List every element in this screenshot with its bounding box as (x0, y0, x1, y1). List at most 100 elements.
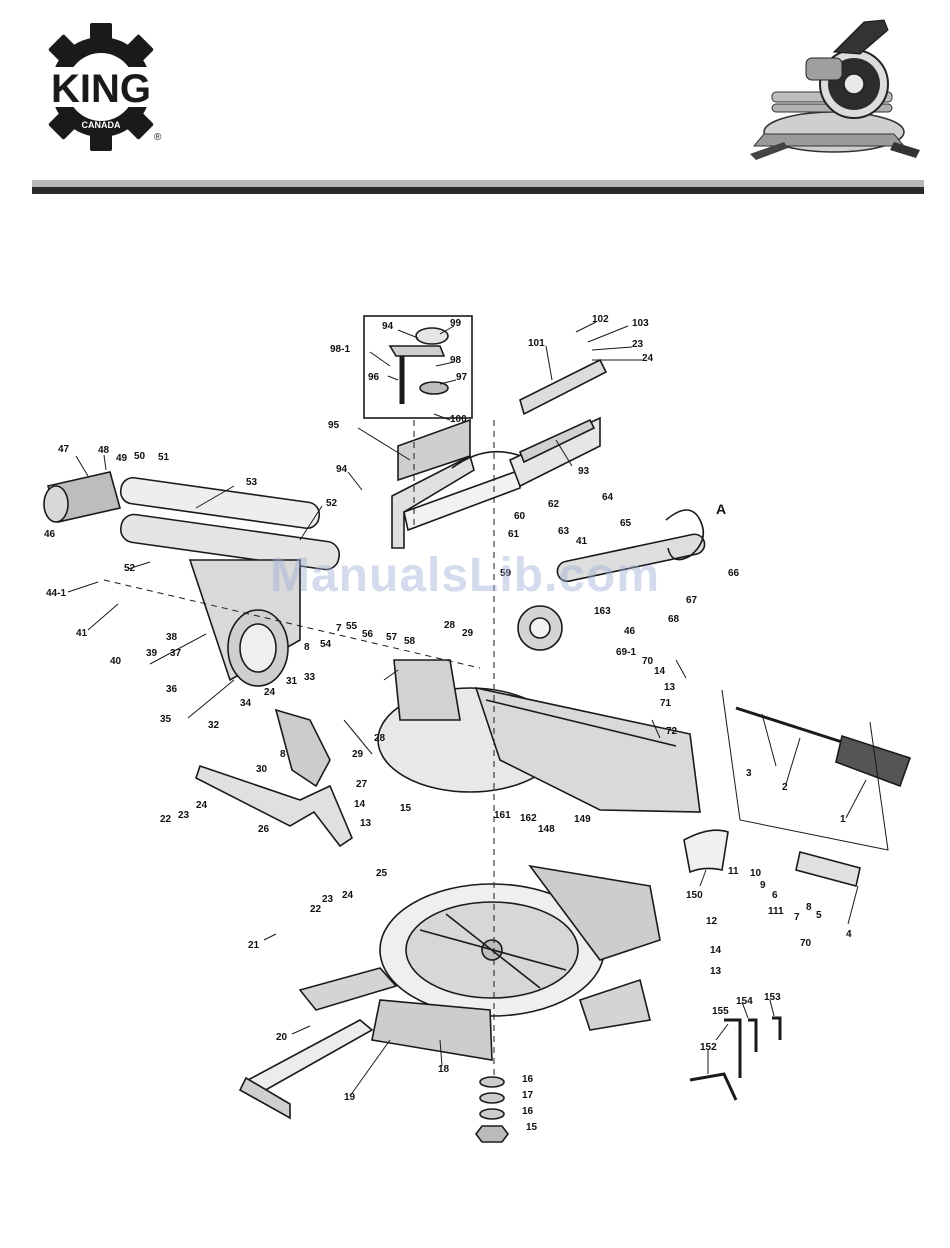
part-label-l7a: 7 (336, 623, 342, 634)
part-label-l95: 95 (328, 420, 340, 431)
callout-a: A (716, 501, 726, 517)
part-label-l23b: 23 (178, 810, 190, 821)
diagram-linework (43, 315, 912, 1143)
svg-text:®: ® (154, 132, 162, 143)
part-label-l1: 1 (840, 814, 846, 825)
part-label-l24b: 24 (264, 687, 276, 698)
part-label-l38: 38 (166, 632, 178, 643)
part-label-l48: 48 (98, 445, 110, 456)
part-label-l52a: 52 (326, 498, 338, 509)
part-label-l69-1: 69-1 (616, 647, 636, 658)
part-label-l103: 103 (632, 318, 649, 329)
part-label-l25: 25 (376, 868, 388, 879)
part-label-l98-1: 98-1 (330, 344, 350, 355)
part-label-l19: 19 (344, 1092, 356, 1103)
leader-lines (67, 321, 867, 1097)
part-label-l11: 11 (728, 866, 739, 877)
part-label-l26: 26 (258, 824, 270, 835)
part-label-l16a: 16 (522, 1074, 534, 1085)
part-label-l40: 40 (110, 656, 122, 667)
part-label-l68: 68 (668, 614, 680, 625)
part-label-l41b: 41 (576, 536, 588, 547)
part-label-l155: 155 (712, 1006, 729, 1017)
part-label-l66: 66 (728, 568, 740, 579)
part-label-l2: 2 (782, 782, 788, 793)
part-label-l61: 61 (508, 529, 520, 540)
part-label-l15a: 15 (400, 803, 412, 814)
part-label-l60: 60 (514, 511, 526, 522)
part-label-l57: 57 (386, 632, 398, 643)
part-label-l54: 54 (320, 639, 332, 650)
part-label-l65: 65 (620, 518, 632, 529)
part-label-l30: 30 (256, 764, 268, 775)
part-label-l37: 37 (170, 648, 182, 659)
part-label-l70b: 70 (800, 938, 812, 949)
part-label-l14c: 14 (710, 945, 722, 956)
part-label-l63: 63 (558, 526, 570, 537)
part-label-l150: 150 (686, 890, 703, 901)
part-label-l50: 50 (134, 451, 146, 462)
part-label-l35: 35 (160, 714, 172, 725)
part-label-l98: 98 (450, 355, 462, 366)
part-label-l22a: 22 (160, 814, 172, 825)
part-label-l12: 12 (706, 916, 718, 927)
part-label-l148: 148 (538, 824, 555, 835)
part-label-l7b: 7 (794, 912, 800, 923)
part-label-l24c: 24 (196, 800, 208, 811)
part-label-l46b: 46 (624, 626, 636, 637)
svg-text:CANADA: CANADA (82, 120, 121, 130)
part-label-l24a: 24 (642, 353, 654, 364)
watermark: ManualsLib.com (270, 549, 661, 602)
header-divider (32, 180, 924, 194)
part-label-l111: 111 (768, 906, 784, 917)
part-label-l41a: 41 (76, 628, 88, 639)
part-label-l31: 31 (286, 676, 298, 687)
part-label-l14a: 14 (654, 666, 666, 677)
part-label-l17: 17 (522, 1090, 534, 1101)
part-label-l56: 56 (362, 629, 374, 640)
part-label-l93: 93 (578, 466, 590, 477)
part-label-l32: 32 (208, 720, 220, 731)
part-label-l29a: 29 (462, 628, 474, 639)
part-label-l46a: 46 (44, 529, 56, 540)
part-label-l71: 71 (660, 698, 672, 709)
part-label-l44-1: 44-1 (46, 588, 66, 599)
part-label-l13c: 13 (710, 966, 722, 977)
part-label-l51: 51 (158, 452, 170, 463)
part-label-l39: 39 (146, 648, 158, 659)
part-label-l4: 4 (846, 929, 852, 940)
part-label-l23c: 23 (322, 894, 334, 905)
part-label-l70a: 70 (642, 656, 654, 667)
part-label-l152: 152 (700, 1042, 717, 1053)
part-label-l34: 34 (240, 698, 252, 709)
part-label-l162: 162 (520, 813, 537, 824)
part-label-l97: 97 (456, 372, 468, 383)
part-label-l24d: 24 (342, 890, 354, 901)
part-label-l55: 55 (346, 621, 358, 632)
part-label-l94b: 94 (336, 464, 348, 475)
part-label-l153: 153 (764, 992, 781, 1003)
part-label-l10: 10 (750, 868, 762, 879)
part-label-l59: 59 (500, 568, 512, 579)
part-label-l28b: 28 (374, 733, 386, 744)
part-label-l29b: 29 (352, 749, 364, 760)
part-label-l8b: 8 (280, 749, 286, 760)
part-label-l96: 96 (368, 372, 380, 383)
part-label-l5: 5 (816, 910, 822, 921)
part-label-l58: 58 (404, 636, 416, 647)
part-label-l8c: 8 (806, 902, 812, 913)
part-label-l100: 100 (450, 414, 467, 425)
part-label-l22b: 22 (310, 904, 322, 915)
king-canada-logo: KING CANADA ® (37, 23, 165, 151)
part-label-l149: 149 (574, 814, 591, 825)
part-label-l14b: 14 (354, 799, 366, 810)
part-label-l27: 27 (356, 779, 368, 790)
part-label-l64: 64 (602, 492, 614, 503)
part-label-l6: 6 (772, 890, 778, 901)
part-label-l47: 47 (58, 444, 70, 455)
part-label-l9: 9 (760, 880, 766, 891)
part-label-l67: 67 (686, 595, 698, 606)
part-label-l21: 21 (248, 940, 260, 951)
